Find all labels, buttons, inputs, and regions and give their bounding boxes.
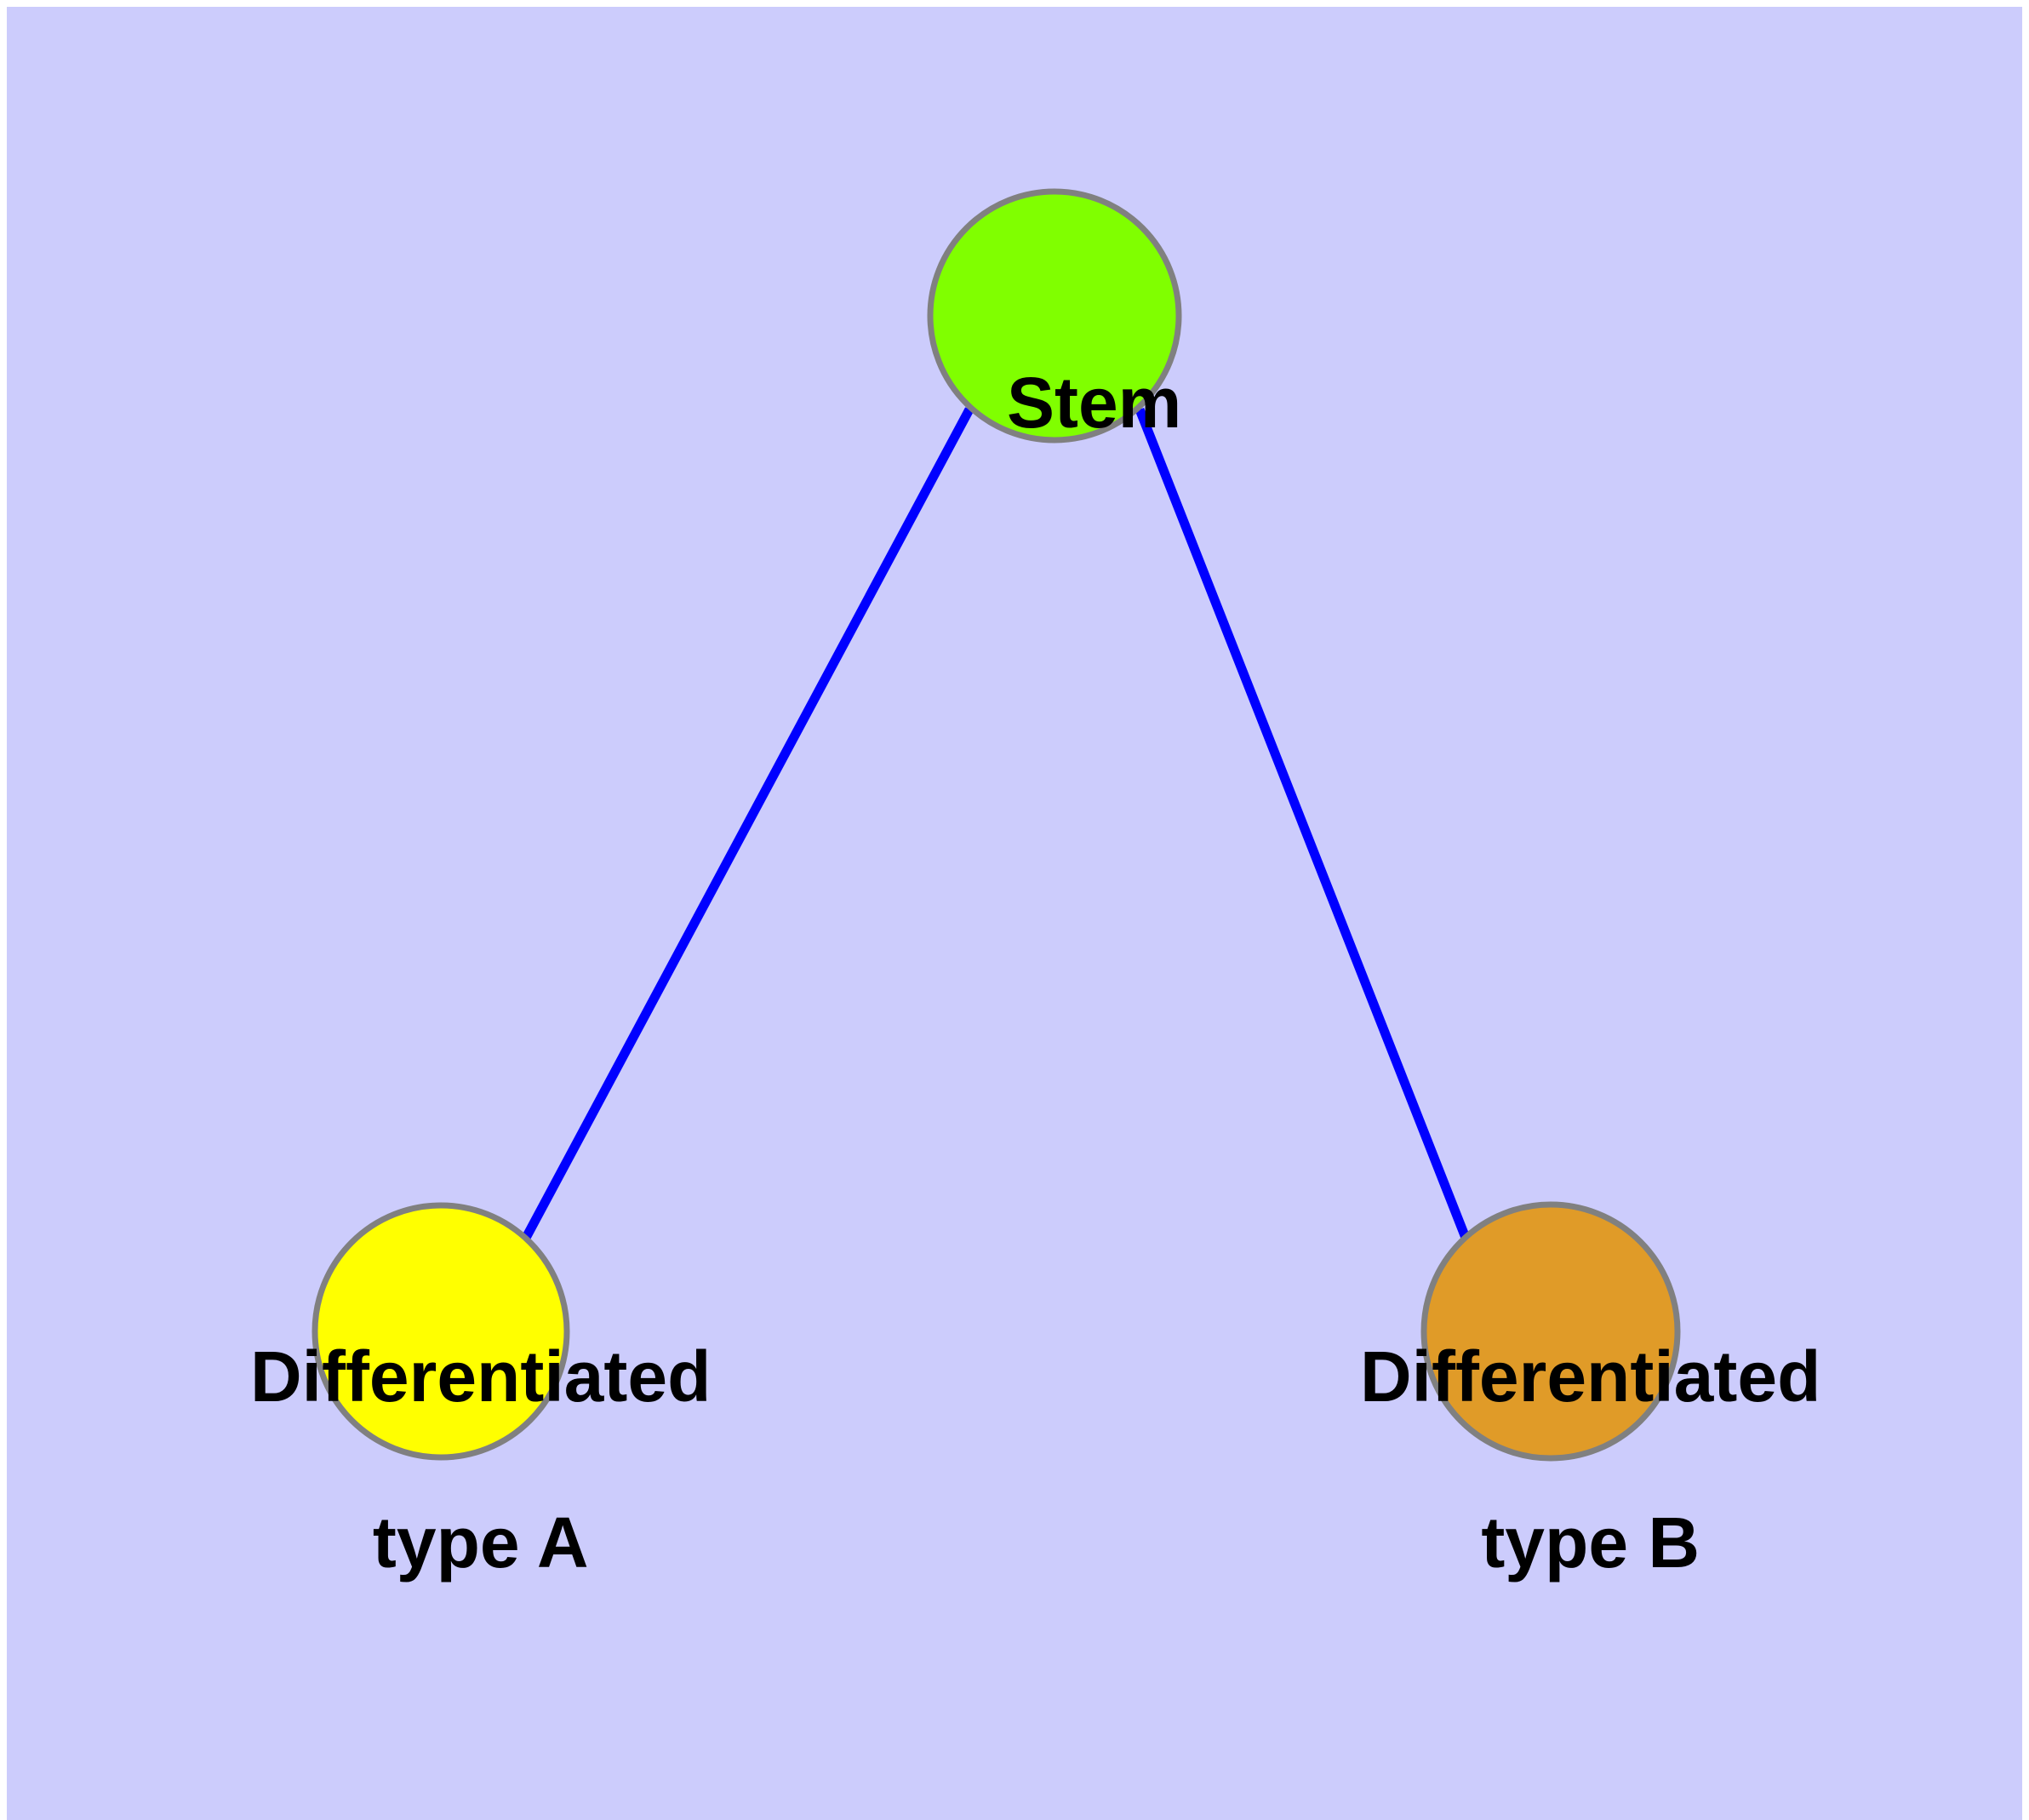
- node-differentiated-type-a[interactable]: [311, 1202, 570, 1461]
- edge-layer: [522, 407, 1471, 1240]
- node-layer: [311, 188, 1681, 1462]
- node-differentiated-type-b[interactable]: [1420, 1201, 1681, 1462]
- node-stem[interactable]: [927, 188, 1182, 444]
- edge-stem-to-differentiated-type-b[interactable]: [1135, 407, 1471, 1240]
- edge-stem-to-differentiated-type-a[interactable]: [522, 407, 974, 1240]
